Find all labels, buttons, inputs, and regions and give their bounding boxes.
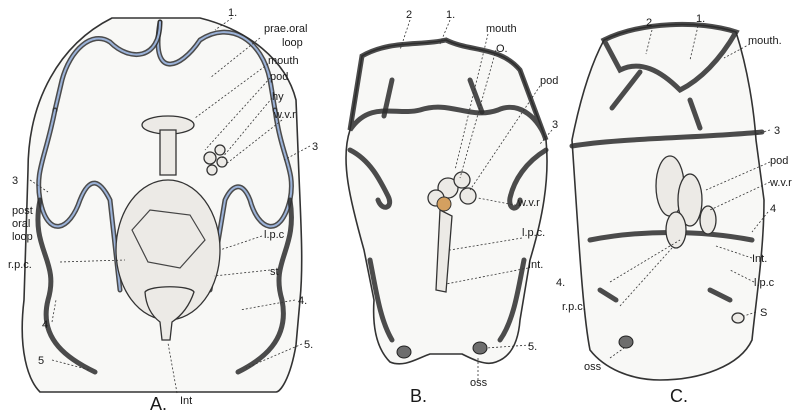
panel-c-label-1: 1. <box>696 13 705 25</box>
panel-c-label-wvr: w.v.r <box>769 177 792 189</box>
panel-c-label-lpc: l.p.c <box>754 277 775 289</box>
panel-a-label-3-right: 3 <box>312 141 318 153</box>
panel-c-label-int: Int. <box>752 253 767 265</box>
panel-a-label-oral: oral <box>12 218 30 230</box>
panel-a: 1. prae.oral loop mouth pod hy w.v.r 3 3… <box>8 7 318 414</box>
panel-a-label-mouth: mouth <box>268 55 299 67</box>
panel-c-label-2: 2 <box>646 17 652 29</box>
panel-a-label-wvr: w.v.r <box>273 109 296 121</box>
panel-a-label-post: post <box>12 205 33 217</box>
panel-c-oss <box>619 336 633 348</box>
panel-b-label-1: 1. <box>446 9 455 21</box>
panel-c-s <box>732 313 744 323</box>
panel-b-caption: B. <box>410 386 427 406</box>
panel-a-oesophagus <box>160 130 176 175</box>
panel-c-label-4-right: 4 <box>770 203 776 215</box>
panel-c-label-pod: pod <box>770 155 788 167</box>
panel-b-label-3: 3 <box>552 119 558 131</box>
panel-b: 2 1. mouth O. pod 3 w.v.r l.p.c. Int. 5.… <box>346 9 558 406</box>
panel-a-label-int: Int <box>180 395 192 407</box>
panel-b-oss-right <box>473 342 487 354</box>
panel-b-oss-left <box>397 346 411 358</box>
panel-a-label-4-right: 4. <box>298 295 307 307</box>
panel-c-caption: C. <box>670 386 688 406</box>
panel-a-label-3-left: 3 <box>12 175 18 187</box>
panel-b-label-pod: pod <box>540 75 558 87</box>
panel-a-label-pod: pod <box>270 71 288 83</box>
panel-b-label-o: O. <box>496 43 508 55</box>
panel-a-label-hy: hy <box>272 91 284 103</box>
panel-a-label-lpc: l.p.c <box>264 229 285 241</box>
panel-c-label-4-left: 4. <box>556 277 565 289</box>
panel-b-label-5: 5. <box>528 341 537 353</box>
panel-b-label-int: Int. <box>528 259 543 271</box>
panel-a-label-1: 1. <box>228 7 237 19</box>
panel-a-label-5-left: 5 <box>38 355 44 367</box>
panel-a-caption: A. <box>150 394 167 414</box>
panel-a-label-prae-oral: prae.oral <box>264 23 307 35</box>
panel-b-label-wvr: w.v.r <box>517 197 540 209</box>
panel-b-label-mouth: mouth <box>486 23 517 35</box>
panel-a-label-rpc: r.p.c. <box>8 259 32 271</box>
panel-a-label-loop: loop <box>12 231 33 243</box>
panel-a-label-4-left: 4 <box>42 319 48 331</box>
panel-b-label-2: 2 <box>406 9 412 21</box>
panel-a-label-st: st <box>270 266 279 278</box>
panel-a-label-prae-oral-loop: loop <box>282 37 303 49</box>
panel-c-label-3: 3 <box>774 125 780 137</box>
panel-c-label-s: S <box>760 307 767 319</box>
panel-c: 2 1. mouth. 3 pod w.v.r 4 Int. l.p.c S 4… <box>556 13 792 406</box>
panel-b-label-oss: oss <box>470 377 488 389</box>
panel-c-label-rpc: r.p.c. <box>562 301 586 313</box>
panel-c-label-mouth: mouth. <box>748 35 782 47</box>
panel-c-label-oss: oss <box>584 361 602 373</box>
panel-a-label-5-right: 5. <box>304 339 313 351</box>
panel-b-label-lpc: l.p.c. <box>522 227 545 239</box>
